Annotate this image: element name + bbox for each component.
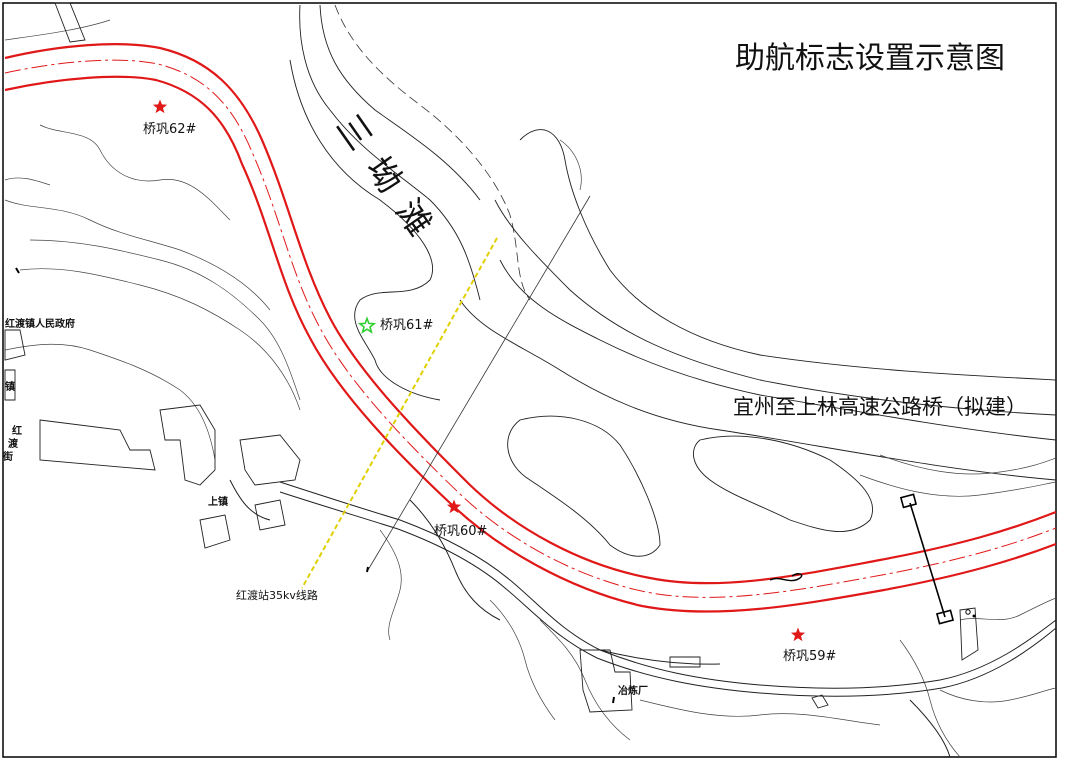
star-icon xyxy=(152,99,168,114)
survey-line xyxy=(367,195,591,571)
marker-62-label: 桥巩62# xyxy=(143,122,196,137)
marker-60-label: 桥巩60# xyxy=(434,524,487,539)
town-gov-label: 红渡镇人民政府 xyxy=(5,317,75,330)
proposed-bridge xyxy=(899,493,955,625)
star-icon xyxy=(446,499,462,514)
smelter-label: 冶炼厂 xyxy=(618,684,648,697)
shangzhen-label: 上镇 xyxy=(208,495,228,508)
map-symbols xyxy=(15,267,976,704)
roads xyxy=(229,479,1057,758)
powerline-label: 红渡站35kv线路 xyxy=(236,588,318,602)
map-title: 助航标志设置示意图 xyxy=(735,41,1005,76)
map-frame xyxy=(2,2,1057,758)
channel-marker-squiggle xyxy=(769,573,803,582)
power-line xyxy=(301,237,498,589)
marker-59[interactable]: 桥巩59# xyxy=(783,627,836,665)
marker-60[interactable]: 桥巩60# xyxy=(434,499,487,540)
du-label: 渡 xyxy=(8,437,19,450)
star-icon xyxy=(790,627,806,642)
terrain-contours xyxy=(4,4,1057,758)
marker-59-label: 桥巩59# xyxy=(783,649,836,664)
navigation-channel xyxy=(4,43,1057,613)
rapids-name: 三坳滩 xyxy=(328,107,450,258)
marker-62[interactable]: 桥巩62# xyxy=(143,99,196,138)
star-icon xyxy=(357,316,377,334)
marker-61-label: 桥巩61# xyxy=(380,318,433,333)
hong-label: 红 xyxy=(12,424,22,437)
marker-61[interactable]: 桥巩61# xyxy=(357,316,434,334)
bridge-label: 宜州至上林高速公路桥（拟建） xyxy=(733,395,1027,419)
buildings xyxy=(4,2,979,713)
jie-label: 街 xyxy=(2,450,13,463)
zhen-label: 镇 xyxy=(5,380,15,393)
